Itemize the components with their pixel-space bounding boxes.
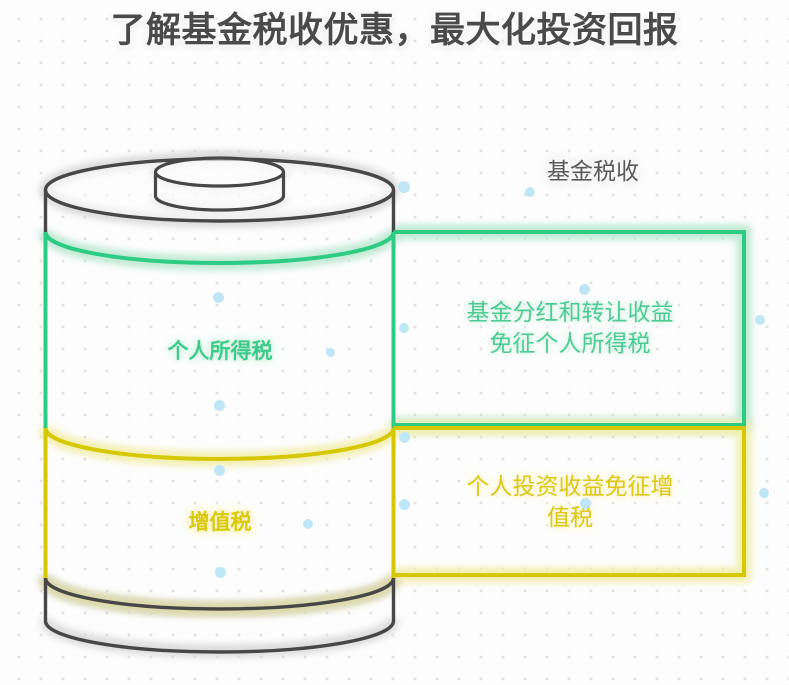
cylinder-base-lower-arc (43, 620, 396, 654)
cylinder-cap-top-ellipse (153, 156, 286, 188)
page-title: 了解基金税收优惠，最大化投资回报 (110, 11, 679, 50)
cylinder-glow-layer (41, 153, 398, 656)
cylinder-base-upper-arc (43, 577, 396, 611)
yellow-callout-box[interactable] (393, 426, 746, 577)
green-callout-box[interactable] (393, 230, 746, 427)
diagram-heading: 基金税收 (547, 158, 639, 184)
segment-income-tax-top-arc (43, 231, 396, 265)
segment-vat-top-arc (43, 427, 396, 461)
